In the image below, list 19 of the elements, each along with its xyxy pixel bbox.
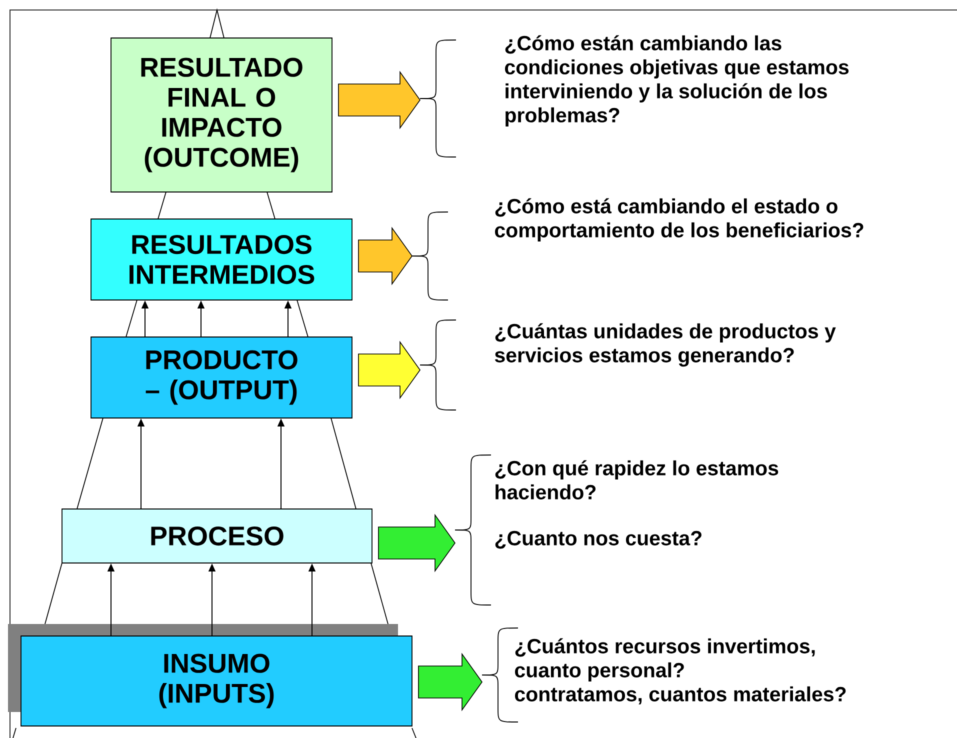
block-arrow [378, 514, 456, 572]
block-arrow [358, 340, 420, 400]
block-arrow [338, 70, 420, 130]
brace [420, 40, 456, 158]
level-box: PRODUCTO – (OUTPUT) [90, 336, 352, 418]
question-text: ¿Cuántos recursos invertimos, cuanto personal? contratamos, cuantos materiales? [515, 638, 846, 704]
level-box: RESULTADO FINAL O IMPACTO (OUTCOME) [110, 38, 332, 192]
level-box: PROCESO [62, 508, 372, 564]
brace [420, 320, 456, 410]
level-box: RESULTADOS INTERMEDIOS [90, 218, 352, 300]
question-text: ¿Cómo está cambiando el estado o comportamiento de los beneficiarios? [495, 198, 864, 242]
question-text: ¿Cuántas unidades de productos y servicios estamos generando? [494, 323, 836, 367]
block-arrow [358, 226, 412, 286]
brace [412, 212, 448, 300]
question-text: ¿Con qué rapidez lo estamos haciendo? ¿Cuanto nos cuesta? [495, 460, 778, 549]
brace [454, 454, 492, 606]
question-text: ¿Cómo están cambiando las condiciones objetivas que estamos interviniendo y la solución de los problemas? [505, 35, 849, 126]
level-box: INSUMO (INPUTS) [20, 636, 412, 726]
block-arrow [418, 652, 482, 712]
